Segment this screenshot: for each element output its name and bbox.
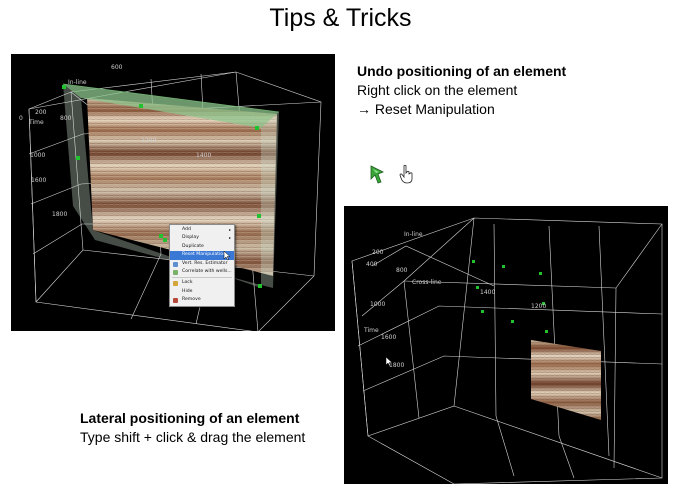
submenu-arrow-icon: ▸ [228, 235, 231, 241]
undo-note-heading: Undo positioning of an element [357, 63, 567, 79]
tick-label: 1600 [381, 334, 396, 341]
3d-viewport-edit[interactable]: In-line Time 200 0 600 800 1000 1200 140… [11, 54, 335, 331]
mouse-cursor-icon [385, 356, 393, 367]
3d-viewport-lateral[interactable]: In-line Cross-line Time 200 400 800 1000… [344, 206, 668, 484]
menu-item-correlate-wells[interactable]: Correlate with wells... [170, 268, 234, 276]
axis-label-time: Time [28, 119, 44, 126]
tick-label: 0 [19, 115, 23, 122]
axis-label-inline: In-line [404, 231, 423, 238]
menu-item-remove[interactable]: Remove [170, 296, 234, 304]
tick-label: 1600 [31, 177, 46, 184]
tick-label: 1200 [531, 303, 546, 310]
manipulation-handles[interactable] [472, 260, 548, 333]
axis-label-crossline: Cross-line [412, 279, 442, 286]
slide-title: Tips & Tricks [269, 4, 412, 32]
lateral-note-heading: Lateral positioning of an element [80, 410, 300, 426]
lateral-positioning-note: Lateral positioning of an element Type s… [80, 409, 305, 447]
manipulation-handles[interactable] [62, 85, 262, 288]
tick-label: 800 [396, 267, 408, 274]
submenu-arrow-icon: ▸ [228, 227, 231, 232]
mouse-cursor-icon [223, 250, 231, 261]
context-menu[interactable]: Add▸ Display▸ Duplicate Reset Manipulati… [169, 224, 235, 307]
wireframe-box [351, 217, 663, 484]
lateral-note-line1: Type shift + click & drag the element [80, 429, 306, 445]
tick-label: 1400 [196, 152, 211, 159]
tick-label: 200 [372, 249, 384, 256]
tick-label: 1400 [480, 289, 495, 296]
menu-item-lock[interactable]: Lock [170, 279, 234, 287]
remove-icon [173, 298, 178, 304]
menu-separator [172, 277, 232, 279]
hand-pointer-icon [399, 164, 413, 184]
well-icon [173, 269, 178, 275]
tick-label: 800 [60, 115, 72, 122]
tick-label: 1000 [30, 152, 45, 159]
tick-label: 1800 [52, 211, 67, 218]
move-arrow-icon [370, 165, 384, 184]
axis-label-time: Time [363, 327, 379, 334]
menu-item-add[interactable]: Add▸ [170, 226, 234, 234]
menu-item-duplicate[interactable]: Duplicate [182, 243, 204, 249]
tick-label: 400 [366, 261, 378, 268]
tick-label: 1800 [389, 362, 404, 369]
undo-positioning-note: Undo positioning of an element Right cli… [357, 62, 566, 119]
menu-item-vert-res-estimator[interactable]: Vert. Res. Estimator [170, 260, 234, 268]
scene-3d-lateral: In-line Cross-line Time 200 400 800 1000… [351, 217, 663, 484]
menu-item-reset-manipulation[interactable]: Reset Manipulation [170, 251, 234, 260]
axis-label-inline: In-line [68, 79, 87, 86]
menu-item-display[interactable]: Display▸ [170, 234, 234, 242]
menu-item-hide[interactable]: Hide [182, 288, 193, 294]
tick-label: 1200 [141, 137, 156, 144]
selection-plane-top [63, 84, 279, 128]
tick-label: 200 [35, 109, 47, 116]
tick-label: 1000 [370, 301, 385, 308]
tick-label: 600 [111, 64, 123, 71]
undo-note-line1: Right click on the element [357, 82, 518, 98]
estimator-icon [173, 261, 178, 267]
lock-icon [173, 281, 178, 287]
undo-note-line2: → Reset Manipulation [357, 101, 495, 117]
